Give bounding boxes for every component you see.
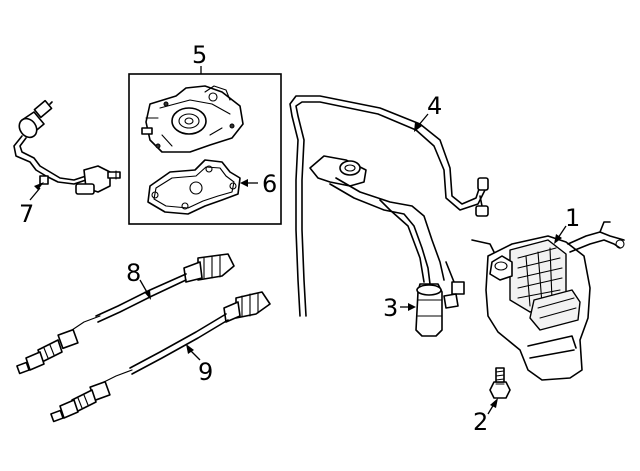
callout-3: 3 bbox=[383, 294, 398, 322]
part-8-oxygen-sensor[interactable] bbox=[16, 253, 235, 375]
part-9-oxygen-sensor[interactable] bbox=[50, 291, 271, 423]
part-2-bolt[interactable] bbox=[489, 367, 511, 399]
callout-2: 2 bbox=[473, 408, 488, 436]
callout-5: 5 bbox=[192, 41, 207, 69]
callout-1: 1 bbox=[565, 204, 580, 232]
part-3-purge-valve[interactable] bbox=[309, 155, 465, 337]
part-4-vent-hose[interactable] bbox=[289, 95, 489, 317]
callout-9: 9 bbox=[198, 358, 213, 386]
part-7-pressure-sensor-assembly[interactable] bbox=[13, 99, 121, 195]
inset-frame bbox=[128, 73, 282, 225]
part-1-charcoal-canister[interactable] bbox=[471, 221, 625, 381]
callout-6: 6 bbox=[262, 170, 277, 198]
callout-8: 8 bbox=[126, 259, 141, 287]
callout-7: 7 bbox=[19, 200, 34, 228]
part-5-valve-housing[interactable] bbox=[141, 85, 244, 153]
callout-4: 4 bbox=[427, 92, 442, 120]
part-6-gasket[interactable] bbox=[147, 159, 241, 215]
